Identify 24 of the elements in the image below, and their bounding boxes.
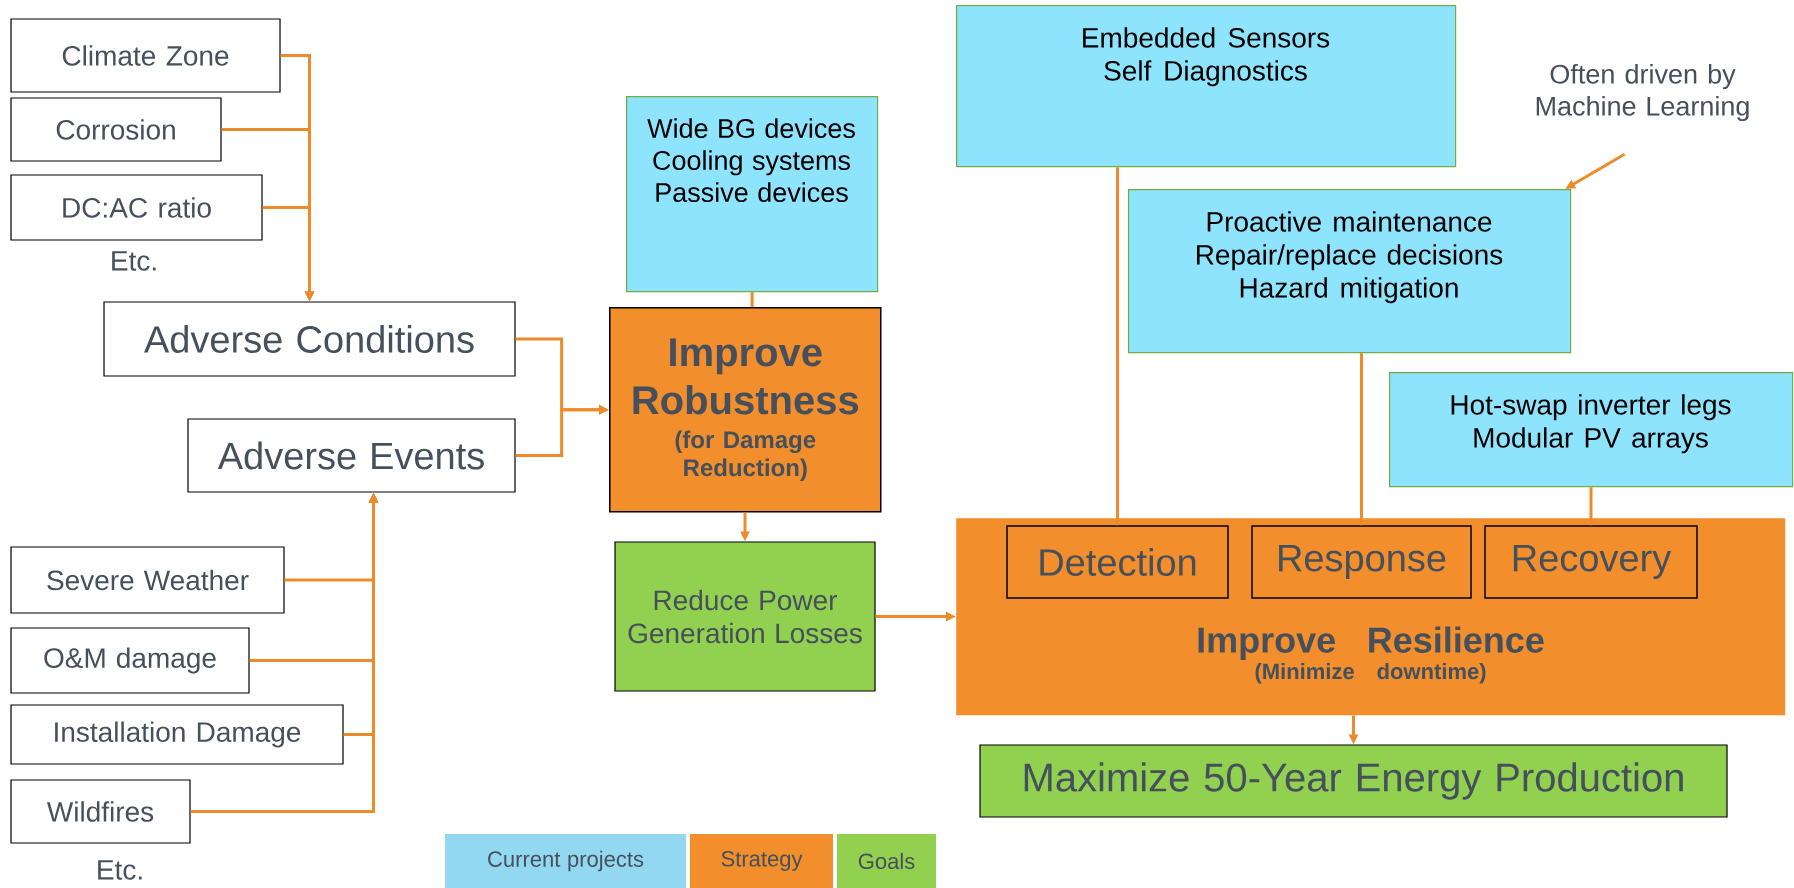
text-box: Climate Zone [10,18,281,93]
stage-box: Recovery [1484,525,1698,599]
legend-item: Strategy [690,834,833,888]
note-text: Often driven by Machine Learning [1536,63,1749,122]
legend-item: Current projects [445,834,686,888]
text-box: O&M damage [10,627,250,694]
stage-box: Detection [1006,525,1229,599]
goal-box: Reduce Power Generation Losses [614,541,876,692]
legend-item: Goals [837,834,936,888]
strategy-box: Improve Robustness (for Damage Reduction) [609,307,882,513]
text-box: Installation Damage [10,704,344,765]
project-box: Wide BG devices Cooling systems Passive devices [626,96,879,293]
project-box: Proactive maintenance Repair/replace decisions Hazard mitigation [1128,189,1572,354]
text-box: Corrosion [10,97,222,162]
text-box: Adverse Events [187,418,516,493]
text-box: DC:AC ratio [10,174,263,241]
stage-box: Response [1251,525,1472,599]
text-box: Wildfires [10,779,191,844]
project-box: Hot-swap inverter legs Modular PV arrays [1389,372,1794,488]
project-box: Embedded Sensors Self Diagnostics [956,5,1457,168]
text-box: Severe Weather [10,546,285,614]
text-box: Adverse Conditions [103,301,516,377]
goal-box: Maximize 50-Year Energy Production [979,744,1728,818]
etc-note: Etc. [112,251,156,271]
